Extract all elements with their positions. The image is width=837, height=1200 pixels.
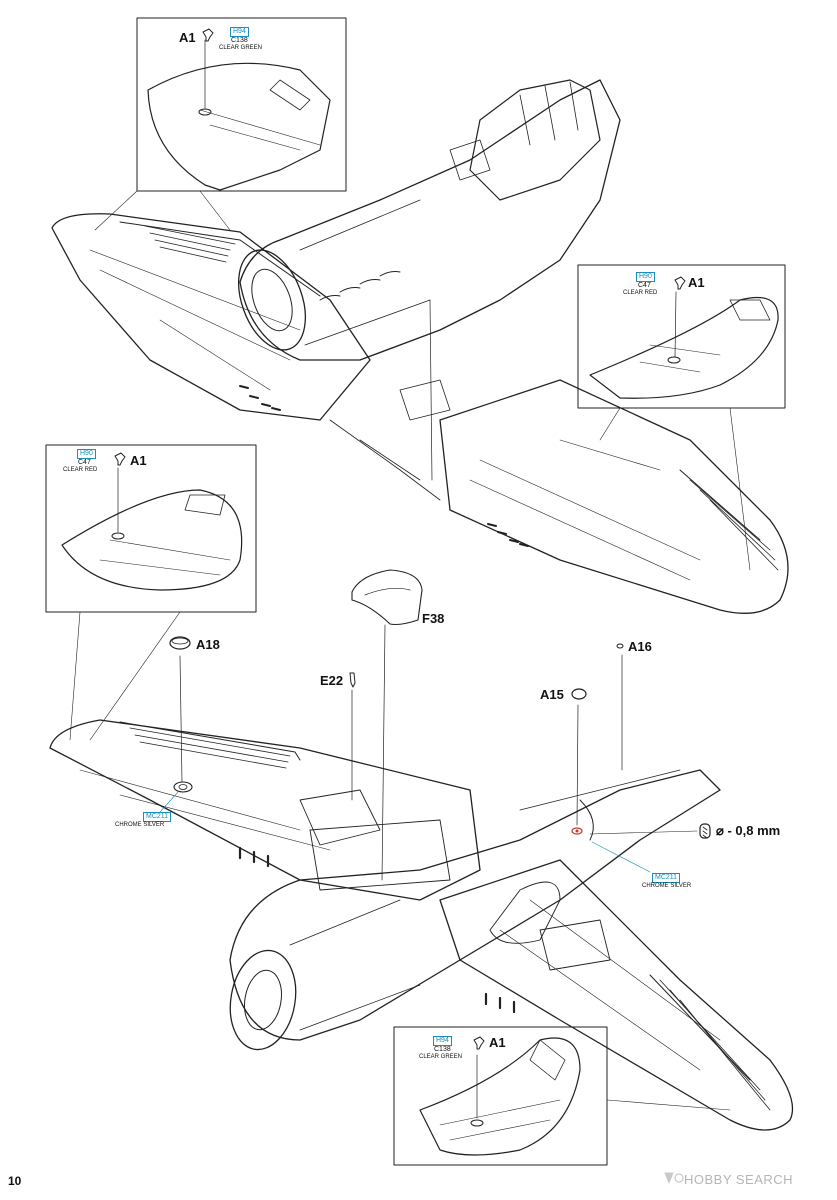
part-f38-drawing bbox=[351, 569, 423, 881]
color-name-mc211-right: CHROME SILVER bbox=[642, 883, 692, 889]
part-label-a1-right: A1 bbox=[688, 275, 705, 290]
color-name-mc211-left: CHROME SILVER bbox=[115, 822, 165, 828]
inset-box-left bbox=[45, 444, 257, 741]
a1-icon-bottom bbox=[473, 1036, 485, 1050]
a1-icon-left bbox=[114, 452, 126, 466]
a1-icon-right bbox=[674, 276, 686, 290]
watermark-text: HOBBY SEARCH bbox=[684, 1172, 794, 1187]
drill-icon bbox=[699, 823, 711, 839]
a16-icon bbox=[616, 643, 624, 649]
upper-aircraft-drawing bbox=[51, 79, 789, 614]
part-icons bbox=[114, 28, 711, 1050]
color-name-top: CLEAR GREEN bbox=[219, 45, 263, 51]
paint-code-mc211-left: MC211 bbox=[143, 812, 172, 822]
paint-code-top: H94 bbox=[230, 27, 249, 37]
part-label-a1-top: A1 bbox=[179, 30, 196, 45]
paint-code-right: H90 bbox=[636, 272, 655, 282]
lower-aircraft-drawing bbox=[49, 654, 794, 1131]
paint-code-mc211-right: MC211 bbox=[652, 873, 681, 883]
part-label-a15: A15 bbox=[540, 687, 564, 702]
page-number: 10 bbox=[8, 1174, 22, 1188]
a1-icon-top bbox=[202, 28, 214, 42]
drill-size-label: ⌀ - 0,8 mm bbox=[716, 823, 781, 838]
color-name-right: CLEAR RED bbox=[623, 290, 658, 296]
part-label-a16: A16 bbox=[628, 639, 652, 654]
color-code-bottom: C138 bbox=[434, 1046, 451, 1053]
color-name-left: CLEAR RED bbox=[63, 467, 98, 473]
color-code-left: C47 bbox=[78, 459, 91, 466]
part-label-e22: E22 bbox=[320, 673, 344, 688]
part-label-a1-bottom: A1 bbox=[489, 1035, 506, 1050]
inset-box-bottom bbox=[393, 1026, 731, 1166]
inset-box-right bbox=[577, 264, 786, 571]
color-code-top: C138 bbox=[231, 37, 248, 44]
part-label-a1-left: A1 bbox=[130, 453, 147, 468]
paint-code-left: H90 bbox=[77, 449, 96, 459]
a18-icon bbox=[169, 636, 191, 650]
watermark-logo bbox=[664, 1172, 684, 1184]
a15-icon bbox=[571, 688, 587, 700]
color-code-right: C47 bbox=[638, 282, 651, 289]
e22-icon bbox=[349, 672, 356, 688]
paint-code-bottom: H94 bbox=[433, 1036, 452, 1046]
part-label-f38: F38 bbox=[422, 611, 445, 626]
part-label-a18: A18 bbox=[196, 637, 220, 652]
inset-box-top bbox=[94, 17, 347, 231]
color-name-bottom: CLEAR GREEN bbox=[419, 1054, 463, 1060]
